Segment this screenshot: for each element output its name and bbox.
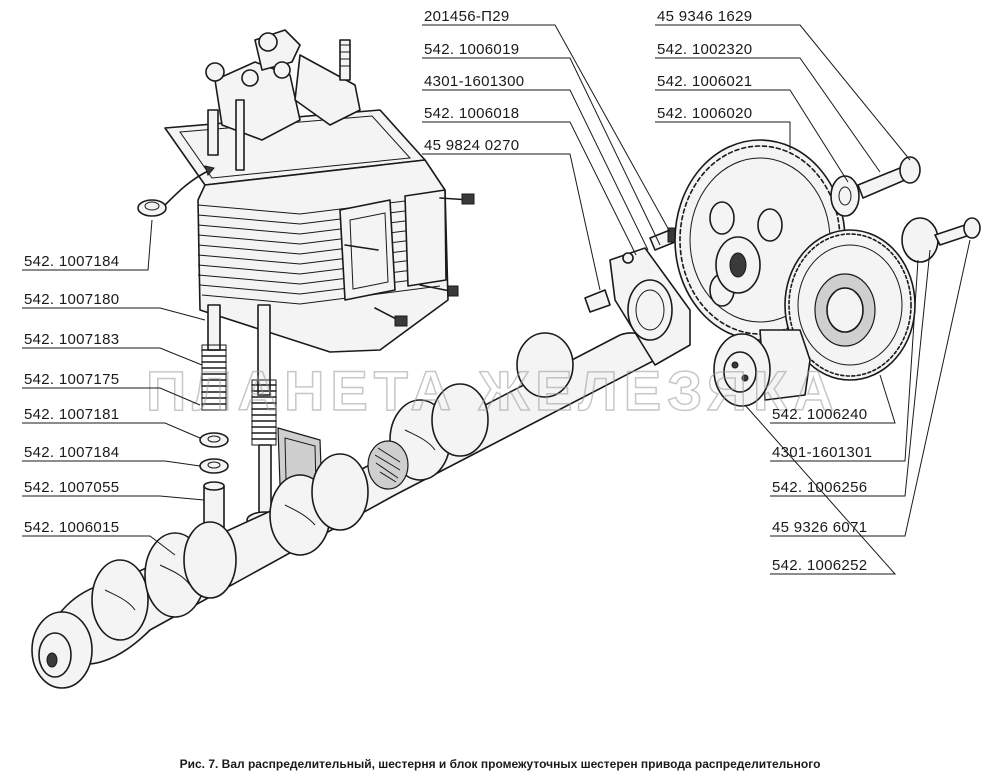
part-label: 542. 1007181	[24, 406, 119, 423]
leader-lines	[22, 24, 971, 575]
labels-top-right: 45 9346 1629 542. 1002320 542. 1006021 5…	[657, 8, 752, 122]
watermark-text: ПЛАНЕТА ЖЕЛЕЗЯКА	[146, 359, 840, 422]
part-label: 542. 1006240	[772, 406, 867, 423]
thrust-flange-drawing	[609, 227, 691, 366]
part-label: 4301-1601300	[424, 73, 524, 90]
intermediate-gear-drawing	[713, 156, 981, 407]
part-label: 542. 1006020	[657, 105, 752, 122]
part-label: 542. 1007055	[24, 479, 119, 496]
part-label: 201456-П29	[424, 8, 510, 25]
labels-top-middle: 201456-П29 542. 1006019 4301-1601300 542…	[424, 8, 524, 154]
part-label: 542. 1006252	[772, 557, 867, 574]
part-label: 45 9346 1629	[657, 8, 752, 25]
labels-left: 542. 1007184 542. 1007180 542. 1007183 5…	[24, 253, 119, 536]
part-label: 542. 1007180	[24, 291, 119, 308]
part-label: 542. 1006015	[24, 519, 119, 536]
cylinder-head-drawing	[164, 29, 475, 353]
part-label: 45 9824 0270	[424, 137, 519, 154]
part-label: 542. 1007175	[24, 371, 119, 388]
part-label: 542. 1006021	[657, 73, 752, 90]
part-label: 542. 1002320	[657, 41, 752, 58]
part-label: 45 9326 6071	[772, 519, 867, 536]
labels-bottom-right: 542. 1006240 4301-1601301 542. 1006256 4…	[772, 406, 872, 574]
part-label: 542. 1007184	[24, 444, 119, 461]
figure-caption: Рис. 7. Вал распределительный, шестерня …	[180, 757, 821, 771]
part-label: 542. 1007184	[24, 253, 119, 270]
camshaft-drawing	[31, 289, 657, 689]
part-label: 542. 1006019	[424, 41, 519, 58]
part-label: 4301-1601301	[772, 444, 872, 461]
part-label: 542. 1007183	[24, 331, 119, 348]
part-label: 542. 1006256	[772, 479, 867, 496]
part-label: 542. 1006018	[424, 105, 519, 122]
